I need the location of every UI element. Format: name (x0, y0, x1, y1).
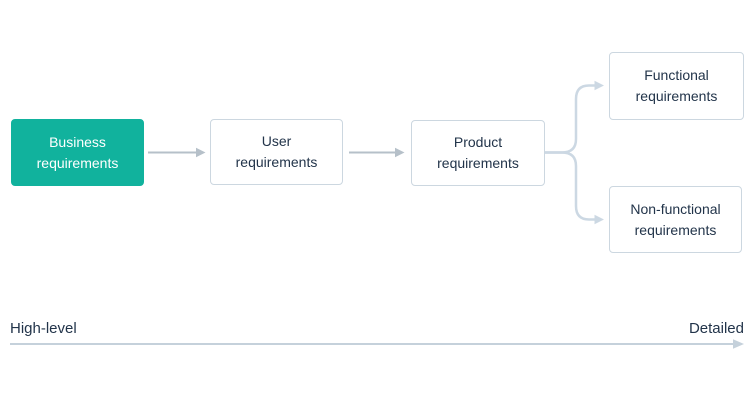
node-product-requirements-label: Product requirements (437, 134, 519, 171)
axis-label-high-level: High-level (10, 320, 77, 337)
arrow-user-to-product (349, 147, 405, 158)
arrow-business-to-user (148, 147, 206, 158)
node-user-requirements: User requirements (210, 119, 343, 185)
detail-scale-axis (10, 339, 744, 349)
node-nonfunctional-requirements-label: Non-functional requirements (630, 200, 721, 238)
node-business-requirements: Business requirements (11, 119, 144, 186)
node-user-requirements-label: User requirements (235, 133, 318, 170)
node-nonfunctional-requirements: Non-functional requirements (609, 186, 742, 253)
branch-product-to-functional (545, 80, 604, 154)
axis-label-detailed: Detailed (688, 320, 744, 337)
node-product-requirements: Product requirements (411, 120, 545, 186)
branch-product-to-nonfunctional (545, 151, 604, 225)
node-functional-requirements-label: Functional requirements (635, 67, 718, 104)
node-functional-requirements: Functional requirements (609, 52, 744, 120)
node-business-requirements-label: Business requirements (36, 133, 119, 171)
